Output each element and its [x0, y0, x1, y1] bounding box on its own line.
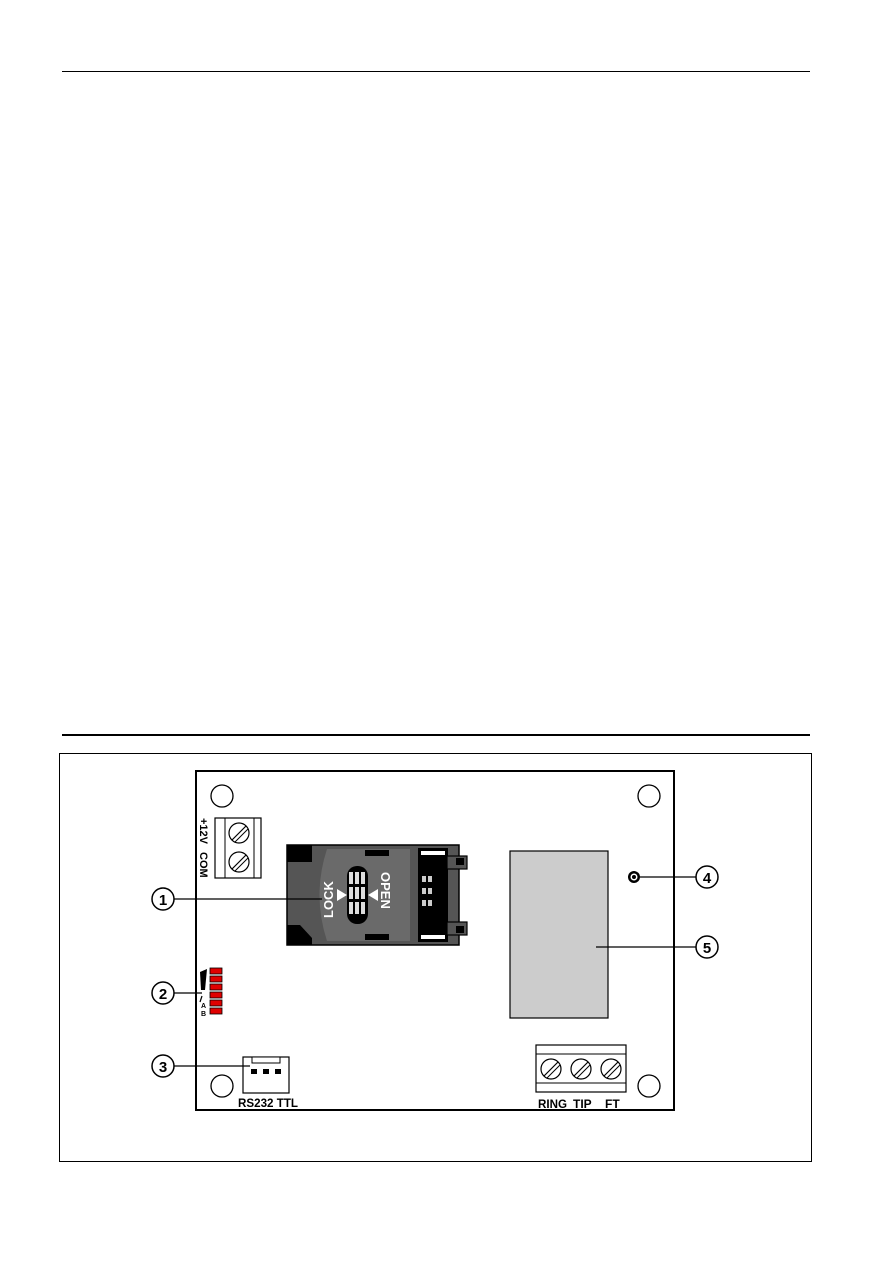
callout-5: 5	[596, 935, 719, 959]
gsm-module	[509, 850, 609, 1019]
led-icon	[209, 1007, 223, 1015]
callout-number: 4	[703, 870, 712, 887]
mounting-hole-icon	[210, 784, 234, 808]
figure-frame	[59, 753, 812, 1162]
led-indicators: A B	[199, 967, 223, 1018]
sim-card-holder: LOCK OPEN	[286, 844, 468, 946]
mounting-hole-icon	[637, 1074, 661, 1098]
power-label-12v: +12V	[197, 818, 209, 845]
rs232-label: RS232 TTL	[238, 1096, 298, 1110]
section-rule	[62, 734, 810, 736]
callout-2: 2	[151, 981, 202, 1005]
open-arrow-icon	[368, 889, 378, 901]
top-rule	[62, 71, 810, 72]
callout-number: 1	[159, 892, 167, 909]
open-label: OPEN	[378, 872, 393, 909]
rs232-ttl-port: RS232 TTL	[238, 1056, 298, 1110]
callout-number: 2	[159, 986, 167, 1003]
mounting-holes	[210, 784, 661, 1098]
mounting-hole-icon	[210, 1074, 234, 1098]
tip-label: TIP	[573, 1097, 592, 1111]
callout-number: 5	[703, 940, 711, 957]
callout-number: 3	[159, 1059, 167, 1076]
callout-3: 3	[151, 1054, 250, 1078]
lock-label: LOCK	[321, 881, 336, 918]
led-label-b: B	[201, 1011, 206, 1018]
led-icon	[209, 983, 223, 991]
ring-label: RING	[538, 1097, 567, 1111]
antenna-socket	[628, 871, 640, 883]
power-terminal: +12V COM	[197, 817, 262, 879]
led-icon	[209, 975, 223, 983]
callout-1: 1	[151, 887, 322, 911]
led-icon	[209, 967, 223, 975]
ft-label: FT	[605, 1097, 620, 1111]
led-icon	[209, 991, 223, 999]
led-label-a: A	[201, 1003, 206, 1010]
phone-terminal: RING TIP FT	[535, 1044, 627, 1111]
led-icon	[209, 999, 223, 1007]
power-label-com: COM	[197, 852, 209, 878]
lock-arrow-icon	[337, 889, 347, 901]
callout-4: 4	[640, 865, 719, 889]
mounting-hole-icon	[637, 784, 661, 808]
